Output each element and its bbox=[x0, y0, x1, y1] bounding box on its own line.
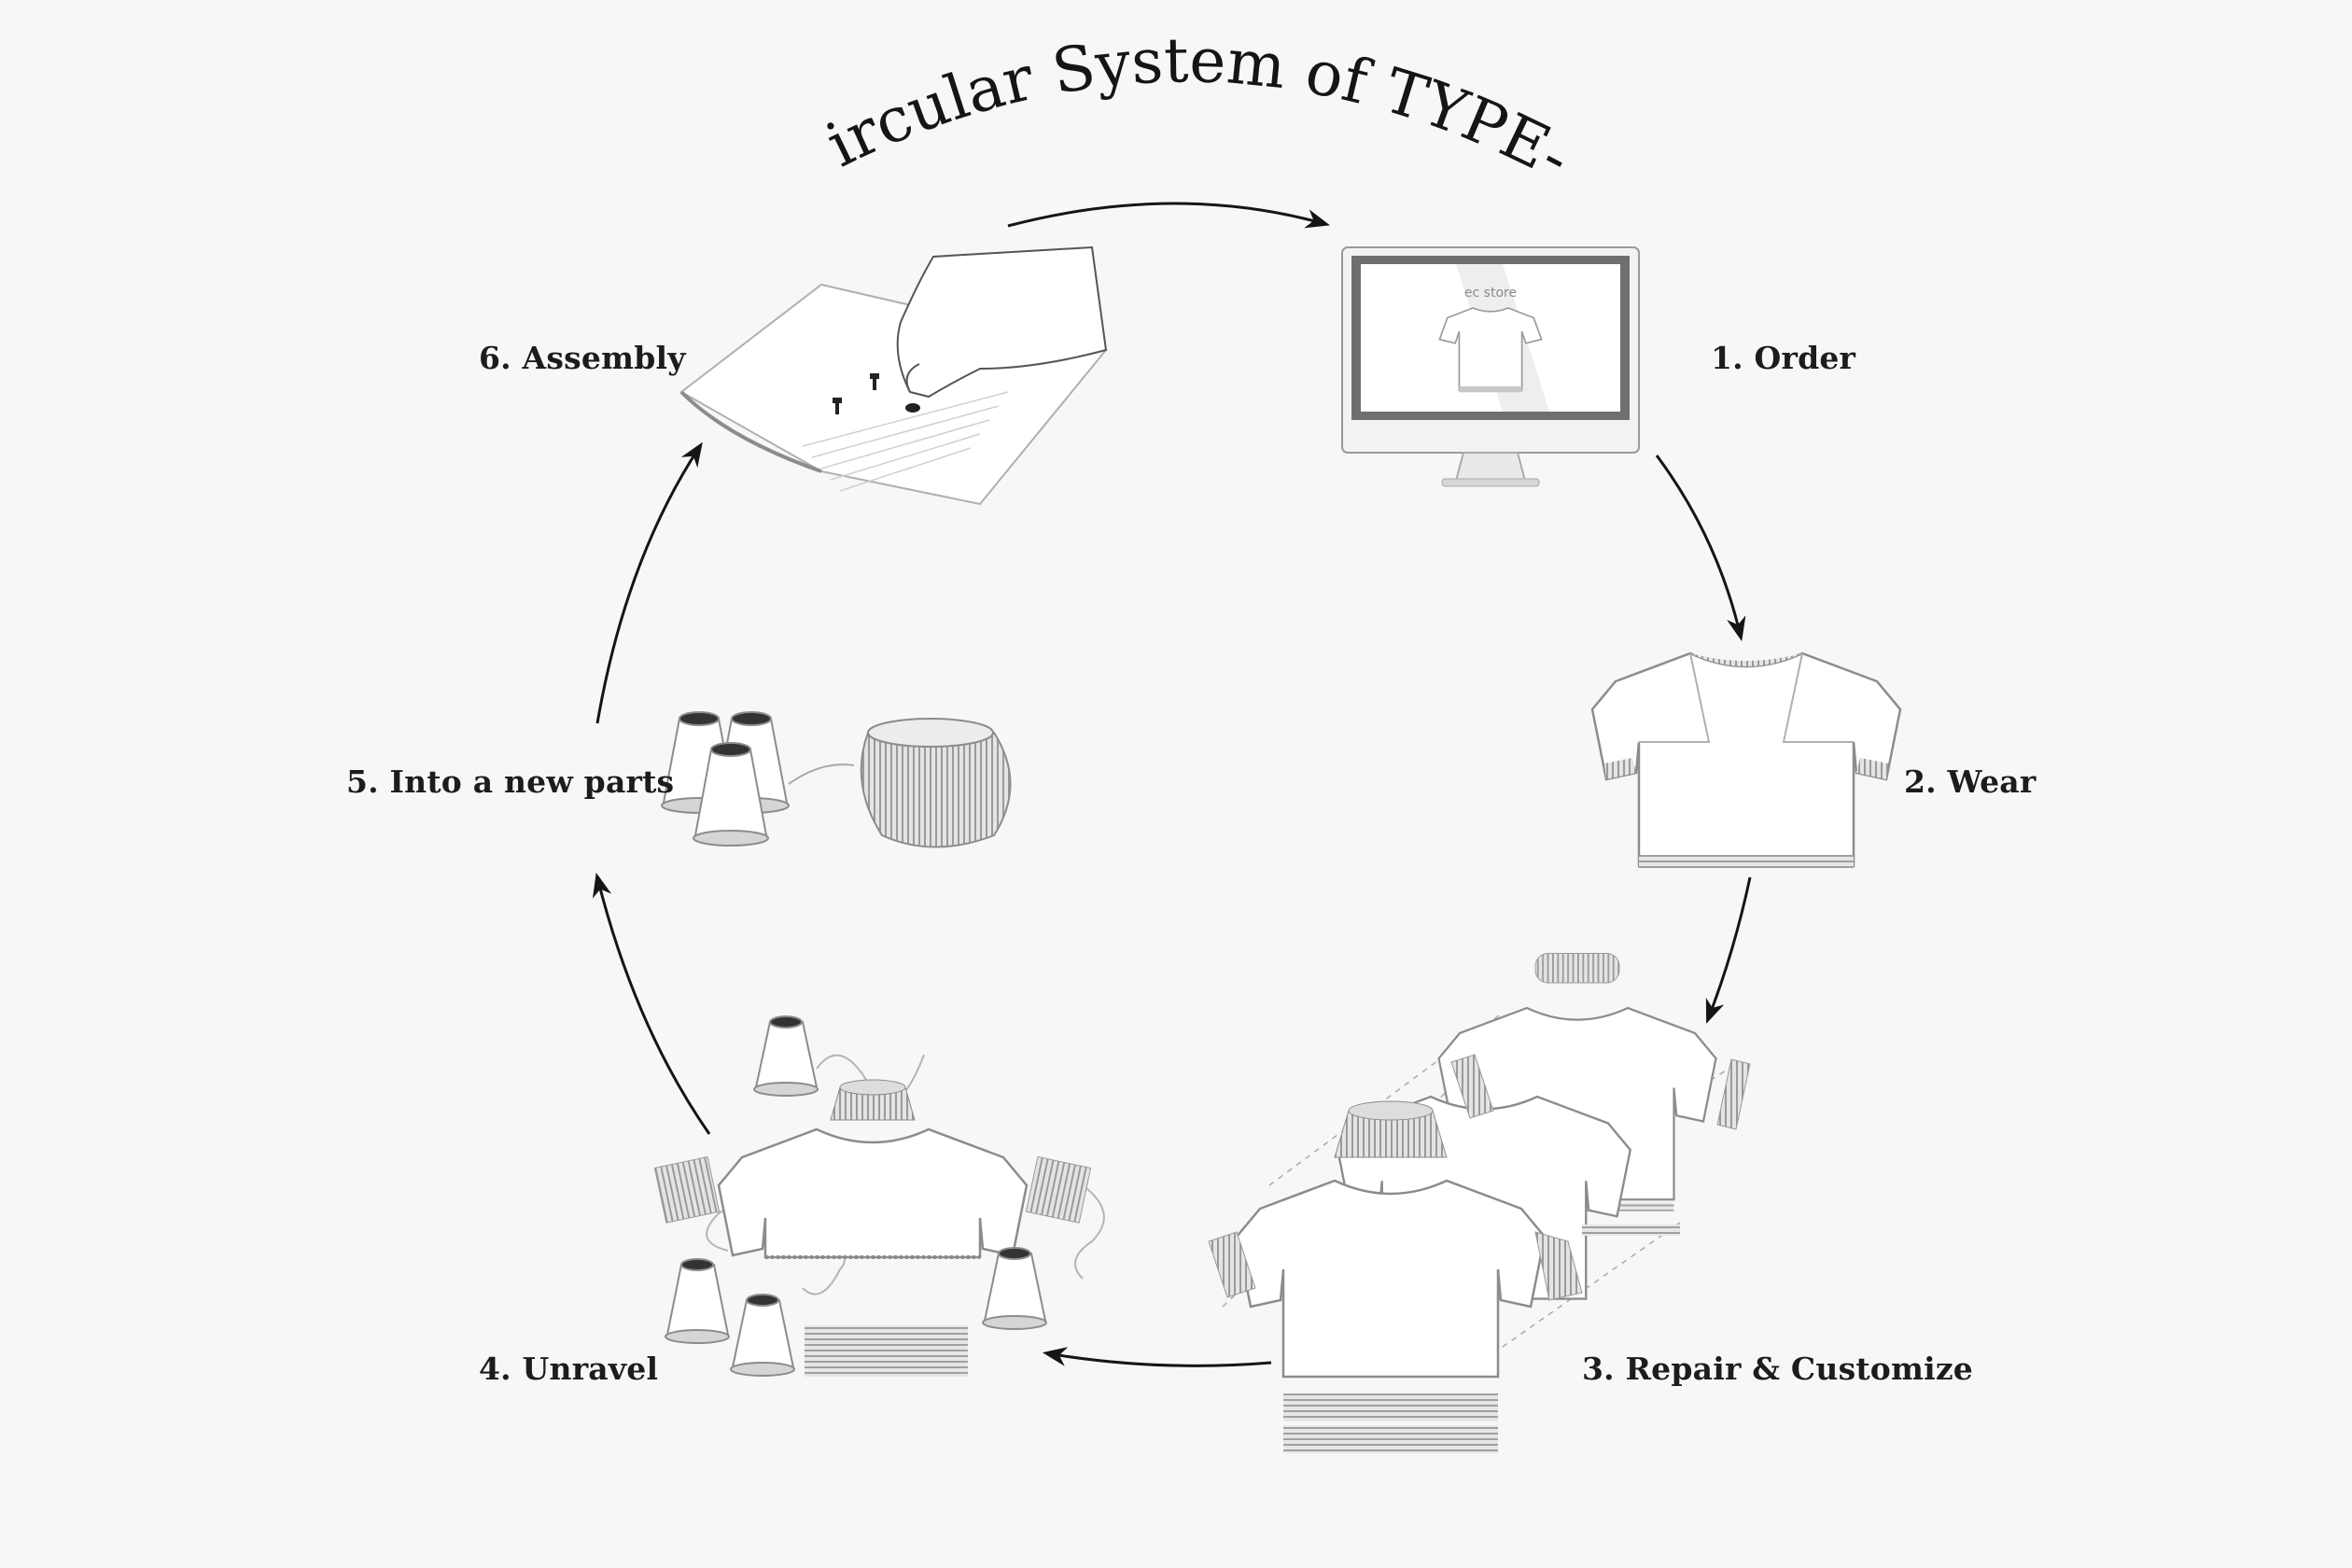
step-2-label: 2. Wear bbox=[1904, 763, 2037, 800]
step-3-label: 3. Repair & Customize bbox=[1582, 1351, 1973, 1387]
cycle-arrows bbox=[592, 202, 1752, 1367]
assembly-illustration bbox=[679, 245, 1108, 506]
arrow-wear-to-repair bbox=[1705, 876, 1752, 1024]
tshirt-illustration bbox=[1590, 651, 1902, 868]
monitor-caption: ec store bbox=[1464, 286, 1517, 301]
arrow-repair-to-unravel bbox=[1042, 1347, 1272, 1367]
step-6-label: 6. Assembly bbox=[479, 340, 686, 376]
unravel-illustration bbox=[653, 1015, 1105, 1377]
arrow-assembly-to-order bbox=[1007, 202, 1331, 229]
new-parts-illustration bbox=[661, 711, 1012, 848]
monitor-illustration: ec store bbox=[1341, 246, 1640, 487]
arrow-order-to-wear bbox=[1655, 455, 1746, 642]
arrow-newparts-to-assembly bbox=[595, 441, 703, 724]
arrow-unravel-to-newparts bbox=[592, 872, 711, 1135]
step-1-label: 1. Order bbox=[1711, 340, 1856, 376]
step-4-label: 4. Unravel bbox=[479, 1351, 659, 1387]
diagram-title: Circular System of TYPE-1 bbox=[0, 0, 1582, 194]
repair-customize-illustration bbox=[1208, 953, 1751, 1453]
step-5-label: 5. Into a new parts bbox=[346, 763, 675, 800]
